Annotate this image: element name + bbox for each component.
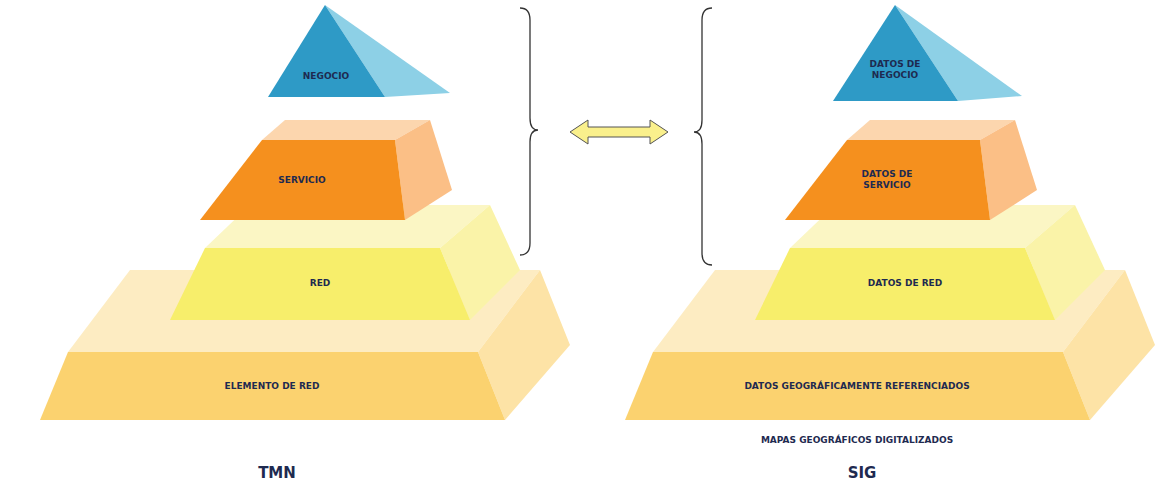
text-holder: SERVICIO — [227, 175, 377, 186]
layer-label: DATOS GEOGRÁFICAMENTE REFERENCIADOS — [657, 381, 1057, 392]
layer-face — [625, 352, 1090, 420]
text-holder: DATOS DE SERVICIO — [847, 169, 927, 192]
curly-brace — [520, 8, 538, 255]
base-caption: MAPAS GEOGRÁFICOS DIGITALIZADOS — [761, 435, 953, 445]
layer-label: DATOS DE NEGOCIO — [859, 59, 931, 82]
layer-face — [40, 352, 505, 420]
label-holder: TMN — [258, 463, 296, 482]
pyramid-layer: DATOS DE RED — [755, 205, 1105, 320]
layer-label: ELEMENTO DE RED — [82, 381, 462, 392]
layer-shape — [755, 205, 1105, 320]
layer-label: DATOS DE RED — [795, 278, 1015, 289]
layer-face — [833, 5, 958, 101]
layer-face — [790, 205, 1075, 248]
layer-shape — [170, 205, 520, 320]
text-holder: ELEMENTO DE RED — [82, 381, 462, 392]
layer-face — [653, 270, 1125, 352]
pyramid-layer: DATOS DE SERVICIO — [785, 120, 1037, 220]
pyramid-layer: NEGOCIO — [268, 5, 450, 97]
layer-face — [200, 140, 405, 220]
layer-face — [205, 205, 490, 248]
pyramid-layer: SERVICIO — [200, 120, 452, 220]
pyramid-layer: RED — [170, 205, 520, 320]
layer-label: DATOS DE SERVICIO — [847, 169, 927, 192]
text-holder: DATOS DE RED — [795, 278, 1015, 289]
layer-face — [268, 5, 385, 97]
curly-brace — [694, 8, 712, 265]
layer-label: NEGOCIO — [281, 71, 371, 82]
layer-face — [755, 248, 1055, 320]
pyramid-layer: DATOS DE NEGOCIO — [833, 5, 1022, 101]
layer-label: RED — [210, 278, 430, 289]
text-holder: RED — [210, 278, 430, 289]
layer-label: SERVICIO — [227, 175, 377, 186]
double-arrow — [570, 120, 668, 144]
label-holder: SIG — [848, 463, 877, 482]
label-holder: MAPAS GEOGRÁFICOS DIGITALIZADOS — [761, 428, 953, 447]
text-holder: DATOS GEOGRÁFICAMENTE REFERENCIADOS — [657, 381, 1057, 392]
layer-face — [785, 140, 990, 220]
text-holder: NEGOCIO — [281, 71, 371, 82]
layer-shape — [200, 120, 452, 220]
layer-face — [68, 270, 540, 352]
pyramid-title: SIG — [848, 464, 877, 482]
layer-shape — [833, 5, 1022, 101]
text-holder: DATOS DE NEGOCIO — [859, 59, 931, 82]
layer-shape — [268, 5, 450, 97]
pyramid-title: TMN — [258, 464, 296, 482]
layer-face — [170, 248, 470, 320]
